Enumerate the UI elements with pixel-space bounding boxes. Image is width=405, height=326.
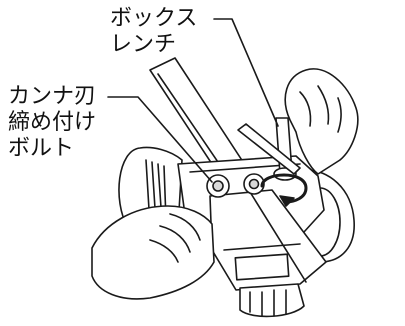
blade-bolt-right <box>243 173 265 195</box>
callout-leader-bolt <box>107 96 213 183</box>
box-wrench-label-line2: レンチ <box>110 32 177 57</box>
callout-leader-wrench <box>213 18 279 127</box>
box-wrench-label-line1: ボックス <box>110 6 198 31</box>
rotation-arrow-icon <box>260 173 308 207</box>
blade-bolt-label: カンナ刃 締め付け ボルト <box>8 84 96 162</box>
depth-adjust-knob <box>239 283 305 318</box>
blade-bolt-label-line1: カンナ刃 <box>8 84 97 109</box>
blade-bolt-left <box>206 174 230 198</box>
hand-left <box>91 205 215 300</box>
blade-cover-plate <box>209 189 327 291</box>
blade-bolt-label-line2: 締め付け <box>8 110 97 135</box>
blade-bolt-label-line3: ボルト <box>8 136 75 161</box>
box-wrench-label: ボックス レンチ <box>110 6 197 58</box>
hand-right <box>284 68 359 175</box>
